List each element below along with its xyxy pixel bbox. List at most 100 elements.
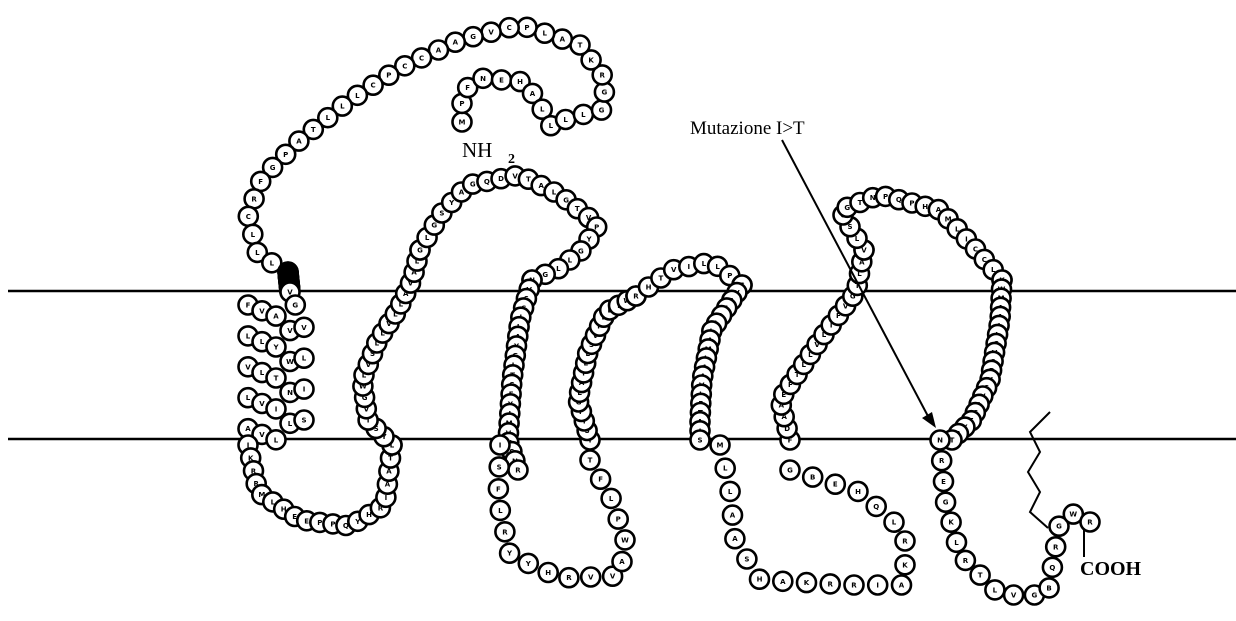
residue-letter: F [258,178,263,186]
residue-letter: R [566,574,572,582]
residue-letter: R [600,71,606,79]
residue-letter: W [1069,511,1077,519]
residue-letter: G [943,499,949,507]
residue-letter: A [560,36,566,44]
residue-letter: N [480,75,486,83]
residue-letter: V [259,400,265,408]
residue-letter: H [922,203,928,211]
residue-letter: D [498,175,504,183]
residue-letter: L [855,235,860,243]
residue-letter: E [941,478,946,486]
residue-letter: Y [272,344,279,352]
residue-letter: V [610,573,616,581]
residue-letter: V [512,172,518,180]
residue-letter: Y [448,199,455,207]
residue-letter: G [431,222,437,230]
residue-letter: H [646,284,652,292]
residue-letter: G [787,467,793,475]
residue-letter: I [876,582,879,590]
residue-letter: K [588,56,594,64]
residue-letter: R [251,195,257,203]
residue-letter: T [978,572,983,580]
residue-letter: R [1087,519,1093,527]
residue-letter: G [470,181,476,189]
residue-letter: L [540,106,545,114]
residue-letter: L [260,369,265,377]
c-terminus-label: COOH [1080,558,1142,580]
residue-letter: G [578,247,584,255]
residue-letter: L [260,338,265,346]
residue-letter: R [851,582,857,590]
mutation-label: Mutazione I>T [690,118,805,139]
residue-letter: A [538,182,544,190]
residue-letter: R [502,528,508,536]
residue-letter: M [459,119,466,127]
residue-letter: K [804,579,810,587]
svg-text:2: 2 [508,152,515,167]
residue-letter: E [304,517,309,525]
residue-letter: A [530,90,536,98]
residue-letter: L [556,265,561,273]
residue-letter: H [757,576,763,584]
residue-letter: A [296,138,302,146]
residue-letter: S [697,437,702,445]
svg-text:NH: NH [462,138,492,162]
residue-letter: L [326,114,331,122]
residue-letter: V [287,327,293,335]
residue-letter: L [288,420,293,428]
residue-letter: C [419,54,424,62]
residue-letter: F [246,302,251,310]
residue-letter: L [302,355,307,363]
residue-letter: H [517,78,523,86]
residue-letter: V [259,431,265,439]
residue-letter: P [616,516,621,524]
residue-letter: F [598,476,603,484]
residue-letter: C [507,24,512,32]
residue-letter: Y [506,550,513,558]
residue-letter: S [497,463,502,471]
residue-letter: G [292,302,298,310]
residue-letter: V [259,307,265,315]
residue-letter: R [902,538,908,546]
residue-letter: Y [525,560,532,568]
residue-letter: K [948,519,954,527]
residue-letter: L [425,234,430,242]
residue-letter: L [609,495,614,503]
residue-letter: G [470,33,476,41]
residue-letter: G [1056,523,1062,531]
residue-letter: P [459,100,464,108]
residue-letter: E [833,481,838,489]
residue-letter: L [498,507,503,515]
residue-letter: R [828,580,834,588]
residue-letter: R [1053,543,1059,551]
residue-letter: N [287,389,293,397]
residue-letter: L [715,263,720,271]
residue-letter: A [453,39,459,47]
residue-letter: K [902,561,908,569]
mutation-arrow [782,140,936,428]
residue-letter: C [402,62,407,70]
residue-letter: L [246,332,251,340]
residue-letter: V [588,574,594,582]
residue-letter: L [552,189,557,197]
residue-letter: C [371,82,376,90]
residue-letter: H [855,488,861,496]
residue-letter: L [270,259,275,267]
residue-letter: A [619,558,625,566]
residue-letter: P [524,24,529,32]
residue-letter: L [581,111,586,119]
residue-letter: L [355,92,360,100]
residue-letter: W [621,536,629,544]
residue-letter: H [545,569,551,577]
residue-letter: G [602,89,608,97]
residue-letter: T [274,375,279,383]
residue-letter: L [542,30,547,38]
residue-letter: T [526,176,531,184]
residue-letter: L [993,586,998,594]
residue-letter: B [810,474,815,482]
residue-letter: Q [1049,564,1055,572]
residue-letter: P [283,151,288,159]
residue-letter: B [1046,584,1051,592]
residue-letter: T [858,199,863,207]
residue-letter: L [255,249,260,257]
